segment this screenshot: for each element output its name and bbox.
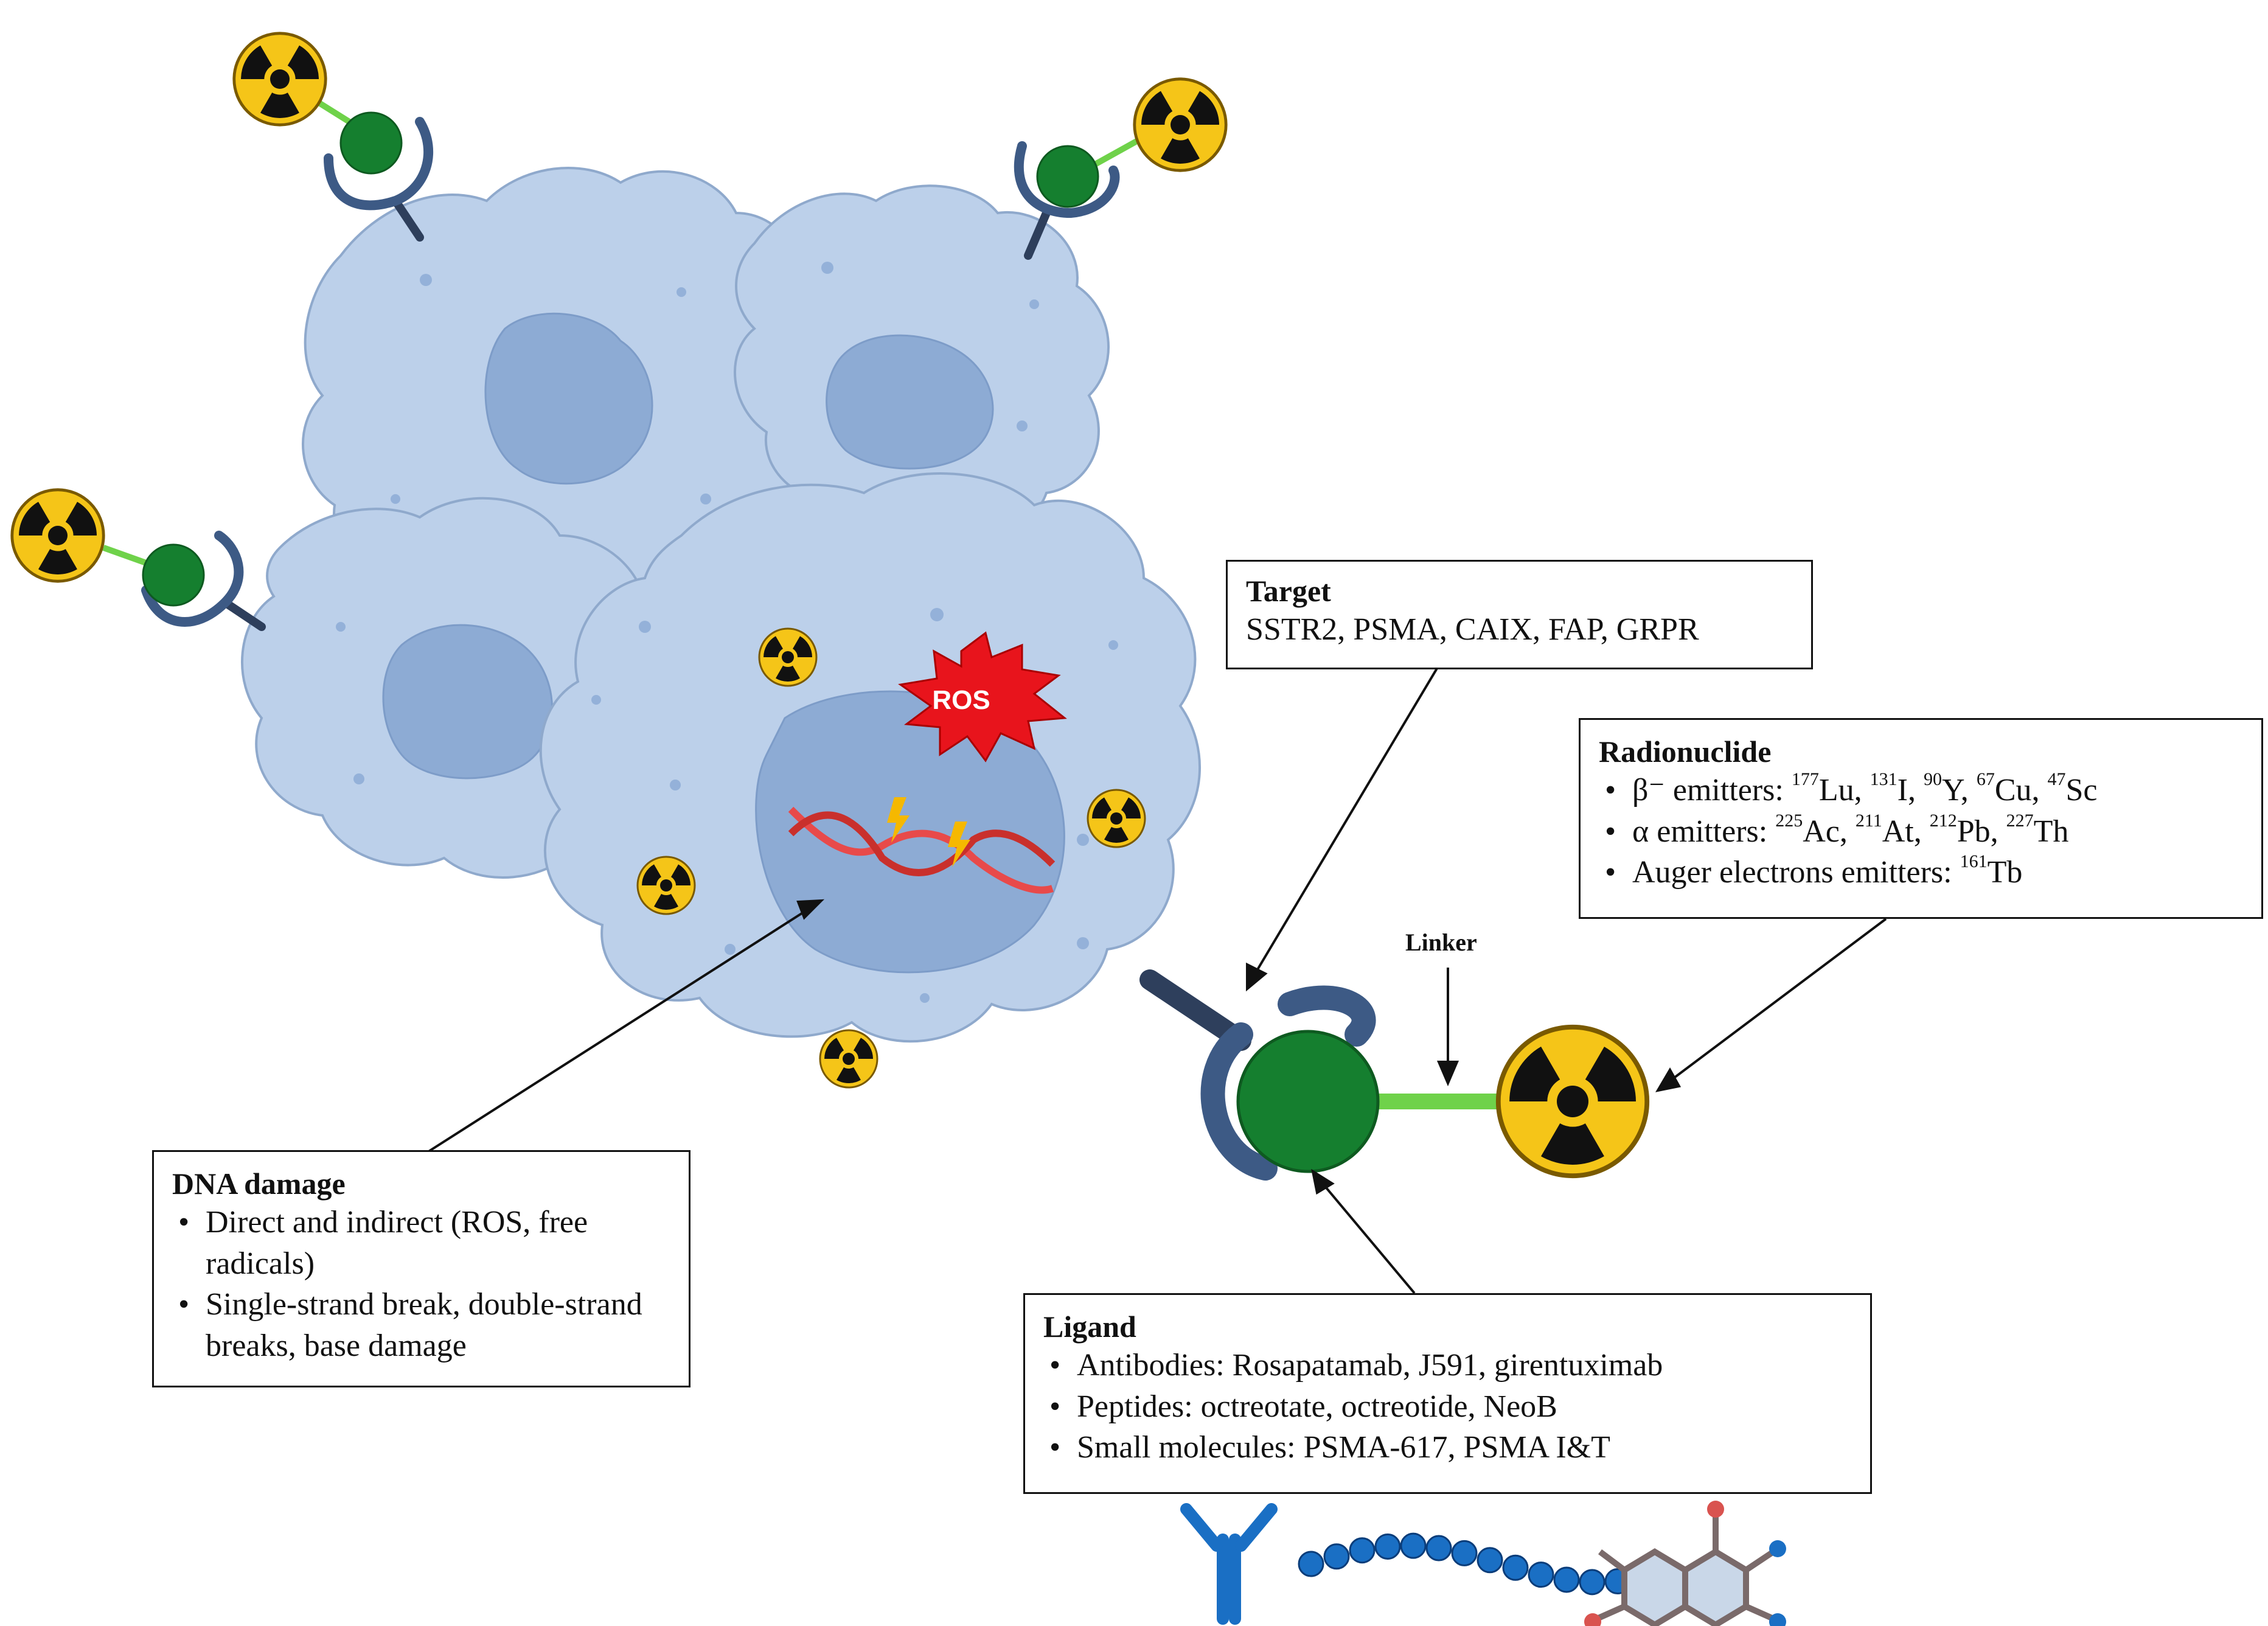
radioligand-top-left: [231, 33, 433, 242]
target-text: SSTR2, PSMA, CAIX, FAP, GRPR: [1246, 612, 1699, 647]
small-molecule-icon: [1584, 1501, 1786, 1626]
peptide-bead: [1425, 1535, 1452, 1561]
peptide-bead: [1502, 1554, 1529, 1581]
radiation-trefoil-icon: [9, 490, 103, 586]
radionuclide-item: β⁻ emitters: 177Lu, 131I, 90Y, 67Cu, 47S…: [1599, 769, 2243, 811]
radioligand-main: [1139, 969, 1647, 1184]
peptide-chain-icon: [1298, 1532, 1631, 1596]
mass-number: 211: [1855, 810, 1882, 831]
element-symbol: I,: [1897, 773, 1924, 808]
peptide-bead: [1579, 1569, 1605, 1596]
dna-helix: [788, 806, 1056, 894]
peptide-bead: [1451, 1540, 1478, 1566]
mass-number: 225: [1775, 810, 1803, 831]
antibody-icon: [1180, 1503, 1278, 1625]
element-symbol: Cu,: [1994, 773, 2048, 808]
radiation-trefoil-icon: [1132, 79, 1226, 175]
dna-damage-title: DNA damage: [172, 1167, 346, 1201]
element-symbol: Th: [2033, 814, 2069, 849]
linker-label: Linker: [1405, 929, 1477, 956]
peptide-bead: [1400, 1532, 1427, 1559]
peptide-bead: [1477, 1547, 1503, 1574]
radionuclide-title: Radionuclide: [1599, 734, 1772, 769]
peptide-bead: [1528, 1561, 1554, 1588]
ros-burst: [898, 631, 1067, 762]
element-symbol: Pb,: [1957, 814, 2006, 849]
dna-damage-item: Single-strand break, double-strand break…: [172, 1284, 670, 1366]
mass-number: 90: [1923, 769, 1942, 789]
ros-label: ROS: [932, 685, 990, 715]
peptide-bead: [1298, 1551, 1324, 1577]
mass-number: 161: [1960, 851, 1988, 872]
element-symbol: Lu,: [1818, 773, 1870, 808]
radiation-trefoil-icon: [1494, 1027, 1647, 1184]
element-symbol: Tb: [1987, 855, 2023, 890]
radionuclide-item: Auger electrons emitters: 161Tb: [1599, 851, 2243, 893]
mass-number: 177: [1791, 769, 1819, 789]
ligand-circle: [1236, 1030, 1380, 1173]
mass-number: 212: [1929, 810, 1957, 831]
arrows: [425, 659, 1887, 1294]
ligand-item: Peptides: octreotate, octreotide, NeoB: [1043, 1386, 1852, 1428]
element-symbol: Sc: [2065, 773, 2098, 808]
mass-number: 227: [2006, 810, 2034, 831]
radionuclide-box: Radionuclide β⁻ emitters: 177Lu, 131I, 9…: [1579, 718, 2263, 919]
radiation-trefoil-icon: [231, 33, 325, 130]
element-symbol: Ac,: [1803, 814, 1856, 849]
dna-damage-box: DNA damage Direct and indirect (ROS, fre…: [152, 1150, 690, 1387]
mass-number: 131: [1870, 769, 1898, 789]
target-box: Target SSTR2, PSMA, CAIX, FAP, GRPR: [1226, 560, 1813, 669]
lightning-icon: [887, 797, 970, 867]
element-symbol: Y,: [1941, 773, 1977, 808]
ligand-title: Ligand: [1043, 1310, 1136, 1344]
peptide-bead: [1349, 1537, 1376, 1564]
dna-damage-item: Direct and indirect (ROS, free radicals): [172, 1202, 670, 1284]
mass-number: 67: [1976, 769, 1995, 789]
ligand-item: Small molecules: PSMA-617, PSMA I&T: [1043, 1427, 1852, 1468]
peptide-bead: [1553, 1566, 1580, 1593]
radioligand-top-right: [1014, 79, 1226, 260]
peptide-bead: [1323, 1543, 1350, 1570]
dna-damage-list: Direct and indirect (ROS, free radicals)…: [172, 1202, 670, 1366]
cytoplasm-dots: [336, 262, 1118, 1003]
radioligand-left: [9, 490, 266, 631]
ligand-list: Antibodies: Rosapatamab, J591, girentuxi…: [1043, 1345, 1852, 1468]
radionuclide-list: β⁻ emitters: 177Lu, 131I, 90Y, 67Cu, 47S…: [1599, 769, 2243, 893]
radiation-trefoil-icon: [818, 1029, 878, 1089]
ligand-box: Ligand Antibodies: Rosapatamab, J591, gi…: [1023, 1293, 1872, 1494]
ligand-item: Antibodies: Rosapatamab, J591, girentuxi…: [1043, 1345, 1852, 1386]
peptide-bead: [1374, 1533, 1401, 1560]
radionuclide-item: α emitters: 225Ac, 211At, 212Pb, 227Th: [1599, 811, 2243, 853]
mass-number: 47: [2047, 769, 2066, 789]
element-symbol: At,: [1882, 814, 1930, 849]
target-title: Target: [1246, 574, 1331, 608]
